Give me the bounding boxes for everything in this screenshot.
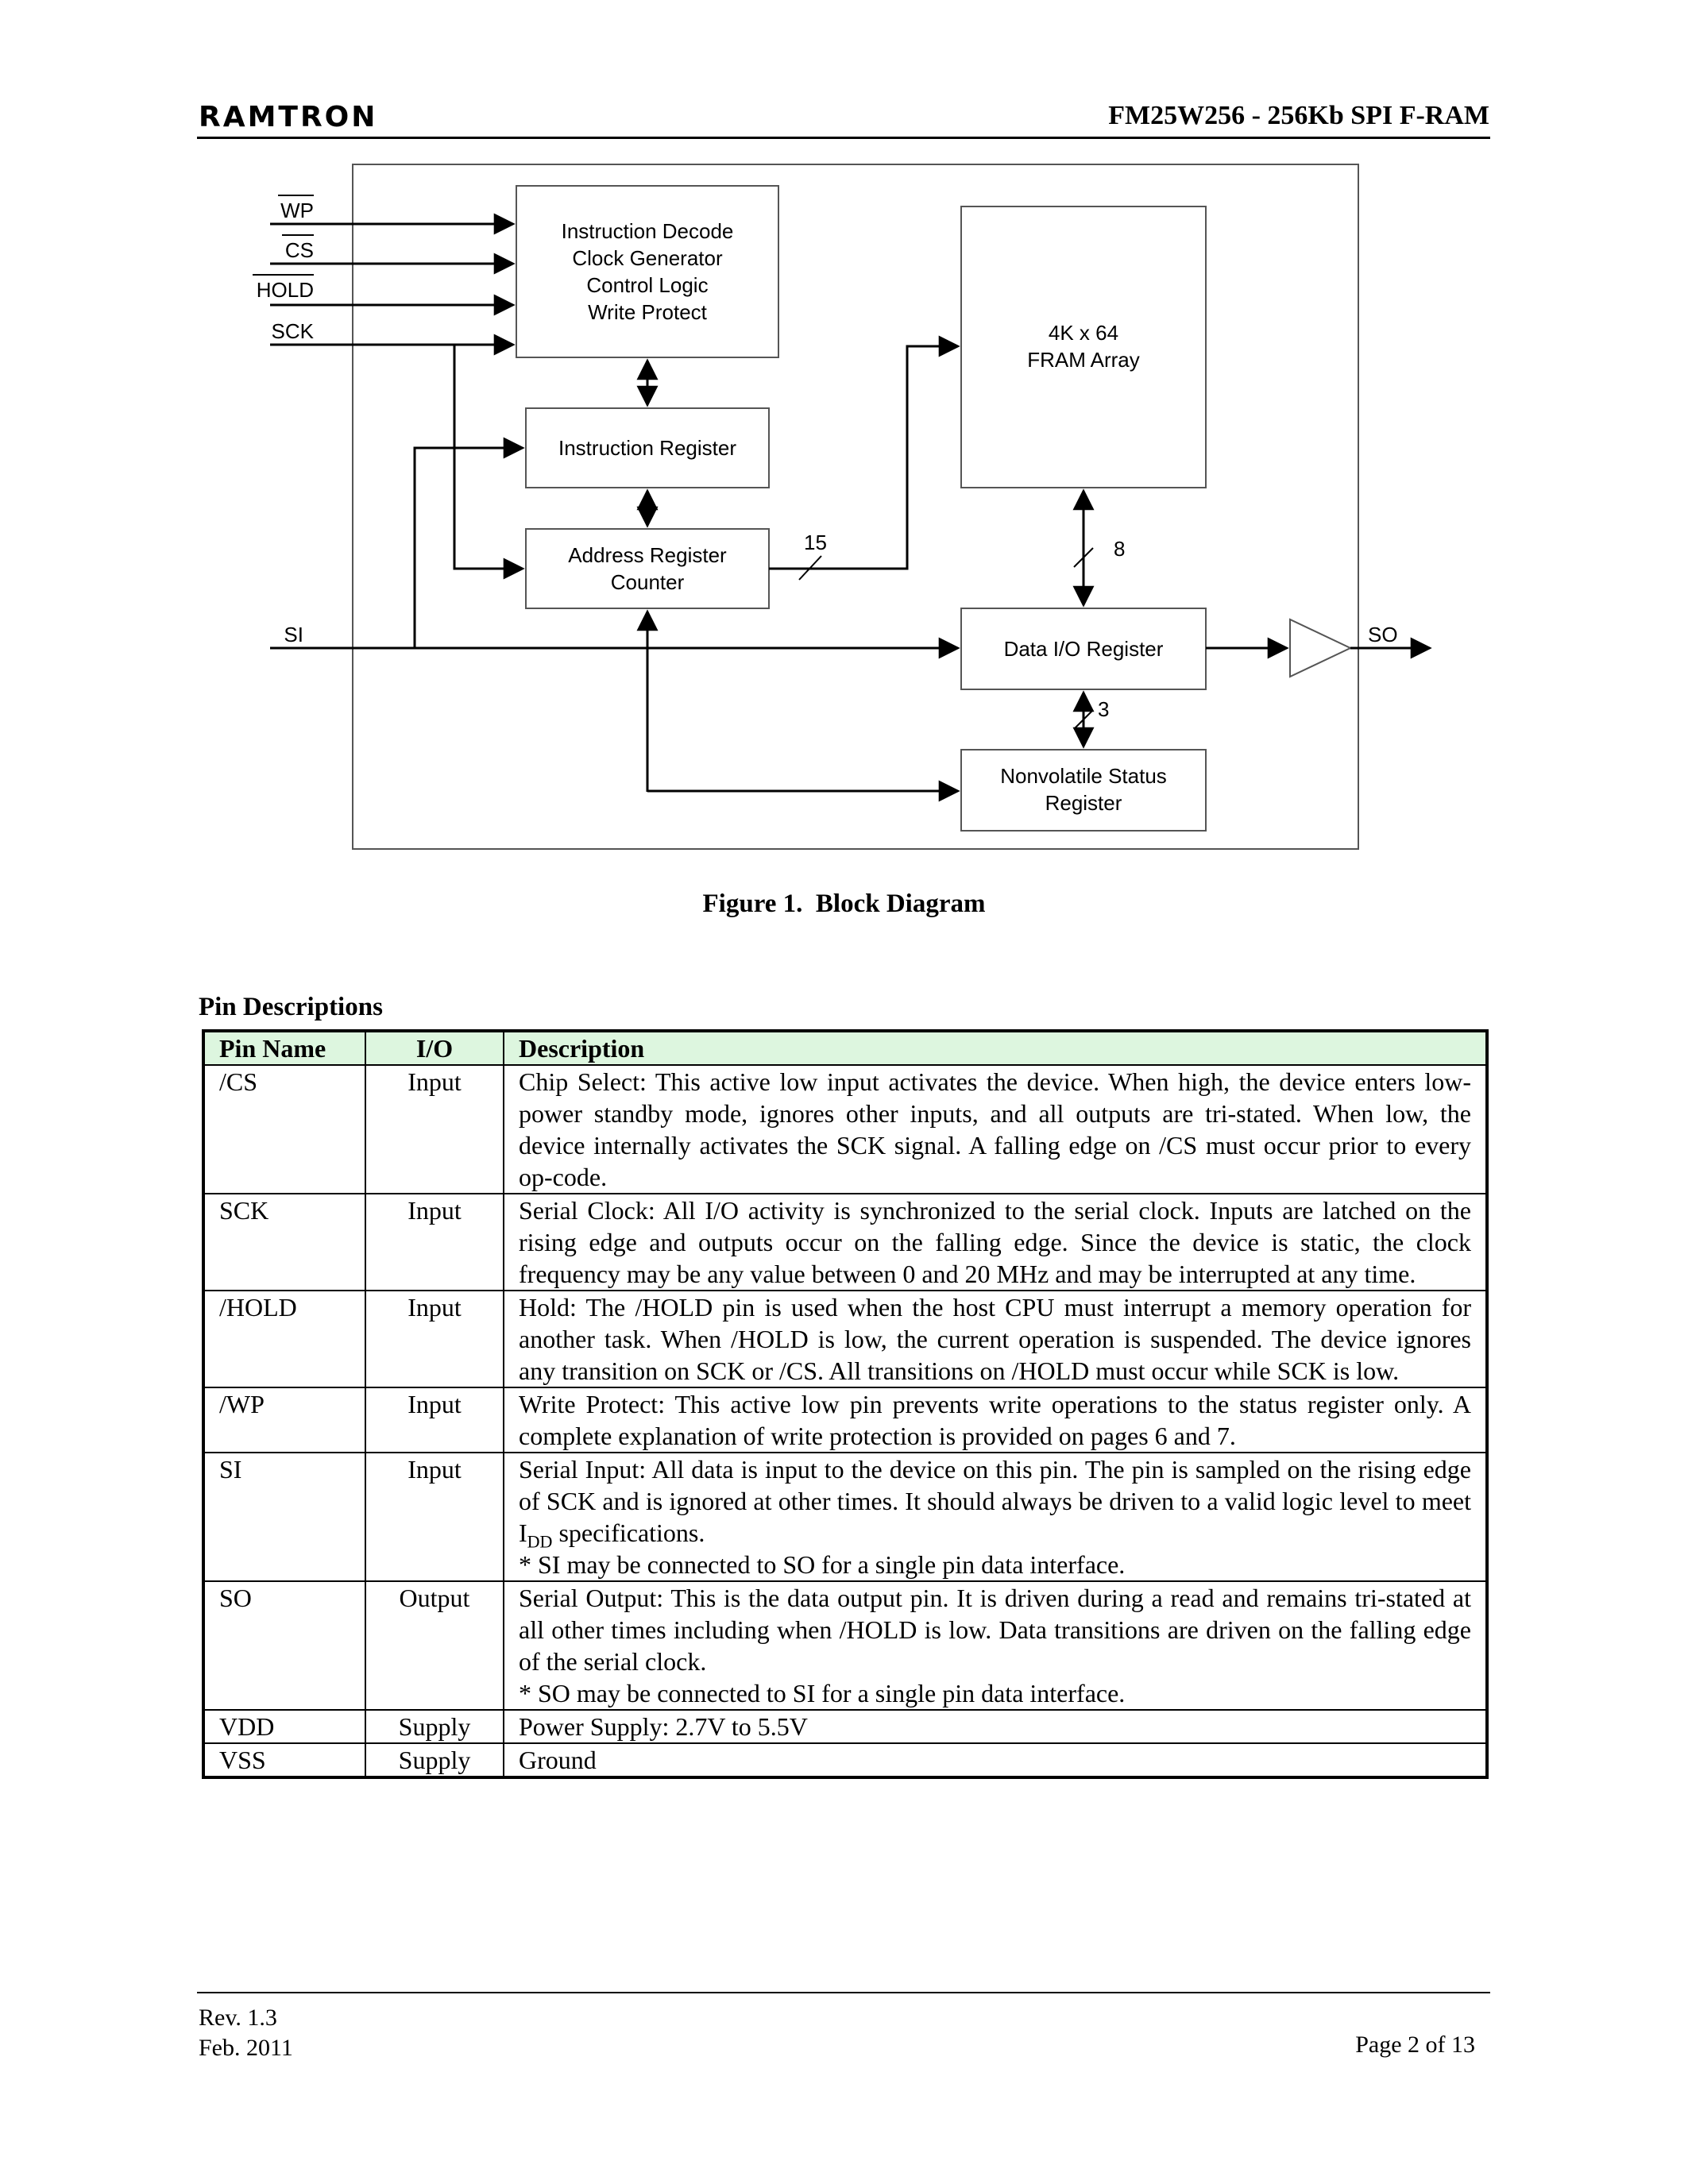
table-row: SCK Input Serial Clock: All I/O activity… <box>203 1193 1488 1291</box>
pin-io: Input <box>365 1452 504 1582</box>
desc-subscript: DD <box>527 1531 553 1552</box>
status-register-block <box>960 749 1207 832</box>
pin-io: Input <box>365 1193 504 1291</box>
revision-number: Rev. 1.3 <box>199 2005 277 2031</box>
address-register-line-1: Address Register <box>568 543 727 567</box>
figure-title: Block Diagram <box>815 889 986 918</box>
header-io: I/O <box>365 1030 504 1066</box>
pin-label-hold: HOLD <box>257 278 314 302</box>
ramtron-logo: RAMTRON <box>199 101 378 133</box>
desc-part: Serial Input: All data is input to the d… <box>519 1455 1471 1547</box>
decode-line-2: Clock Generator <box>572 246 723 270</box>
pin-io: Supply <box>365 1709 504 1744</box>
pin-name: SO <box>203 1580 366 1711</box>
pin-name: VDD <box>203 1709 366 1744</box>
pin-io: Supply <box>365 1742 504 1778</box>
desc-part: Serial Output: This is the data output p… <box>519 1584 1471 1676</box>
header-pin-name: Pin Name <box>203 1030 366 1066</box>
pin-label-so: SO <box>1368 623 1398 646</box>
pin-description: Write Protect: This active low pin preve… <box>503 1387 1488 1453</box>
decode-block <box>516 185 779 358</box>
pin-description: Power Supply: 2.7V to 5.5V <box>503 1709 1488 1744</box>
fram-array-line-2: FRAM Array <box>1027 348 1140 372</box>
section-title: Pin Descriptions <box>199 993 383 1021</box>
pin-io: Output <box>365 1580 504 1711</box>
page-number: Page 2 of 13 <box>1355 2032 1475 2058</box>
desc-part: specifications. <box>552 1518 705 1547</box>
pin-name: VSS <box>203 1742 366 1778</box>
revision-date: Feb. 2011 <box>199 2035 293 2061</box>
header-rule <box>197 137 1490 139</box>
chip-boundary <box>352 164 1359 850</box>
pin-description: Serial Clock: All I/O activity is synchr… <box>503 1193 1488 1291</box>
table-row: /CS Input Chip Select: This active low i… <box>203 1064 1488 1194</box>
decode-line-3: Control Logic <box>586 273 708 297</box>
table-row: SI Input Serial Input: All data is input… <box>203 1452 1488 1582</box>
table-row: /HOLD Input Hold: The /HOLD pin is used … <box>203 1290 1488 1388</box>
pin-description: Chip Select: This active low input activ… <box>503 1064 1488 1194</box>
instruction-register-label: Instruction Register <box>558 436 736 460</box>
pin-io: Input <box>365 1387 504 1453</box>
bus-width-15: 15 <box>804 531 827 554</box>
header-description: Description <box>503 1030 1488 1066</box>
decode-line-4: Write Protect <box>588 300 708 324</box>
pin-io: Input <box>365 1064 504 1194</box>
desc-note: * SO may be connected to SI for a single… <box>519 1679 1126 1707</box>
bus-width-8: 8 <box>1114 537 1125 561</box>
address-register-line-2: Counter <box>611 570 685 594</box>
document-title: FM25W256 - 256Kb SPI F-RAM <box>1108 101 1489 130</box>
pin-label-si: SI <box>284 623 303 646</box>
table-row: /WP Input Write Protect: This active low… <box>203 1387 1488 1453</box>
pin-name: SCK <box>203 1193 366 1291</box>
data-io-register-label: Data I/O Register <box>1004 637 1164 661</box>
output-buffer <box>1289 618 1353 678</box>
fram-array-block <box>960 206 1207 488</box>
figure-caption: Figure 1. Block Diagram <box>0 888 1688 920</box>
table-row: VDD Supply Power Supply: 2.7V to 5.5V <box>203 1709 1488 1744</box>
bus-width-3: 3 <box>1098 697 1109 721</box>
pin-name: /CS <box>203 1064 366 1194</box>
table-row: VSS Supply Ground <box>203 1742 1488 1778</box>
block-diagram: Instruction Decode Clock Generator Contr… <box>253 164 1432 850</box>
status-register-line-1: Nonvolatile Status <box>1000 764 1167 788</box>
pin-name: /WP <box>203 1387 366 1453</box>
desc-note: * SI may be connected to SO for a single… <box>519 1550 1126 1579</box>
pin-description: Serial Output: This is the data output p… <box>503 1580 1488 1711</box>
revision-info: Rev. 1.3 Feb. 2011 <box>199 2003 293 2063</box>
figure-number: Figure 1. <box>702 889 803 918</box>
table-header-row: Pin Name I/O Description <box>203 1030 1488 1066</box>
status-register-line-2: Register <box>1045 791 1122 815</box>
fram-array-line-1: 4K x 64 <box>1049 321 1118 345</box>
pin-io: Input <box>365 1290 504 1388</box>
pin-name: SI <box>203 1452 366 1582</box>
table-row: SO Output Serial Output: This is the dat… <box>203 1580 1488 1711</box>
pin-name: /HOLD <box>203 1290 366 1388</box>
pin-description: Hold: The /HOLD pin is used when the hos… <box>503 1290 1488 1388</box>
address-register-block <box>525 528 770 609</box>
footer-rule <box>197 1992 1490 1993</box>
pin-label-wp: WP <box>280 199 314 222</box>
instruction-register-block <box>525 407 770 488</box>
pin-label-cs: CS <box>285 238 314 262</box>
pin-description: Serial Input: All data is input to the d… <box>503 1452 1488 1582</box>
pin-description-table: Pin Name I/O Description /CS Input Chip … <box>202 1029 1489 1779</box>
decode-line-1: Instruction Decode <box>562 219 734 243</box>
pin-description: Ground <box>503 1742 1488 1778</box>
pin-label-sck: SCK <box>272 319 315 343</box>
